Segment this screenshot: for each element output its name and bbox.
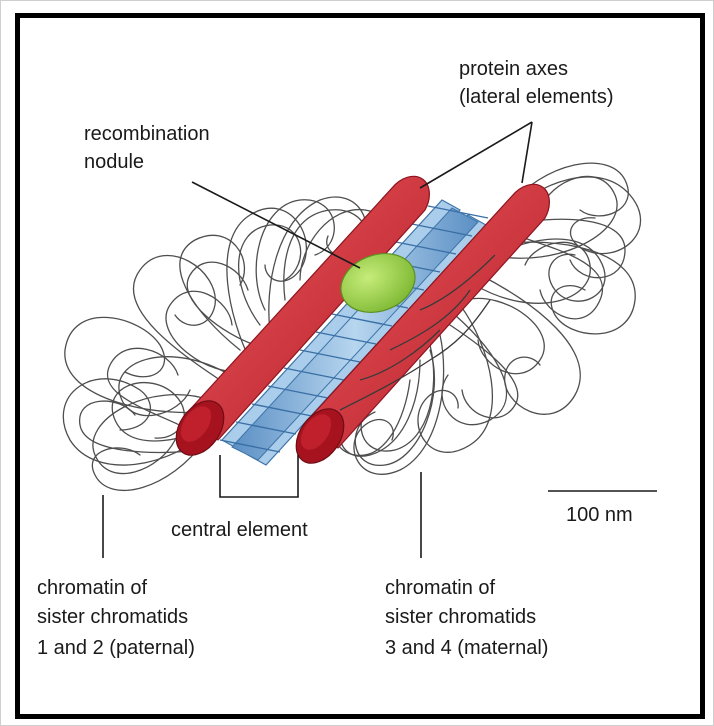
leader-protein-axes-right [522, 122, 532, 183]
chromatin-paternal-label-line3: 1 and 2 (paternal) [37, 635, 195, 661]
chromatin-paternal-label-line2: sister chromatids [37, 604, 188, 630]
chromatin-maternal-label-line1: chromatin of [385, 575, 495, 601]
recombination-nodule-label-line2: nodule [84, 149, 144, 175]
protein-axes-label-line2: (lateral elements) [459, 84, 614, 110]
central-element-label: central element [171, 517, 308, 543]
recombination-nodule-label-line1: recombination [84, 121, 210, 147]
chromatin-maternal-label-line3: 3 and 4 (maternal) [385, 635, 548, 661]
chromatin-paternal-label-line1: chromatin of [37, 575, 147, 601]
protein-axes-label-line1: protein axes [459, 56, 568, 82]
chromatin-maternal-label-line2: sister chromatids [385, 604, 536, 630]
scale-bar-label: 100 nm [566, 502, 633, 528]
leader-protein-axes-left [420, 122, 532, 188]
